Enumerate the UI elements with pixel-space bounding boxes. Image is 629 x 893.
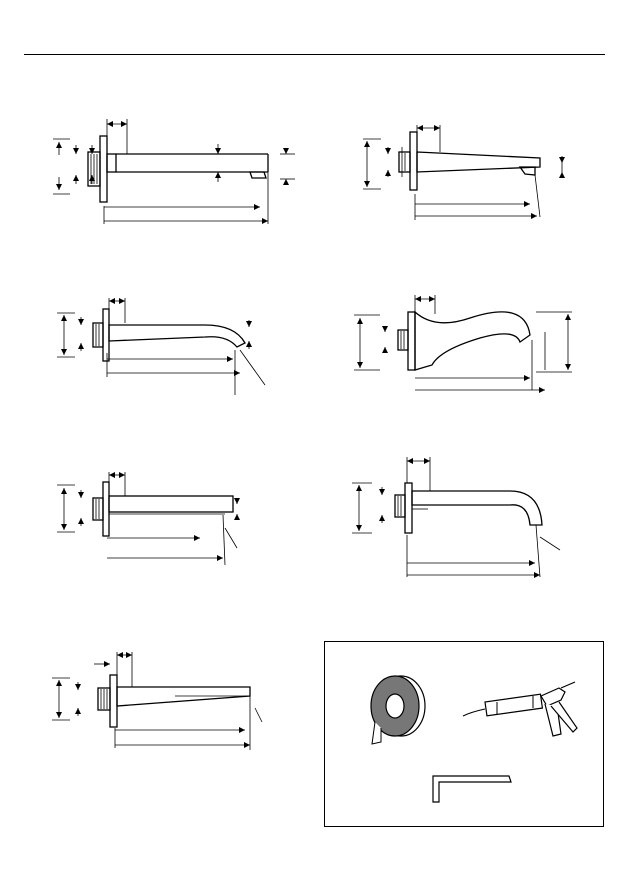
wall-plate — [410, 132, 417, 190]
figure-spout-round-bent — [350, 455, 580, 580]
required-tools-box — [324, 641, 604, 827]
spout-slim-flat-drawing — [50, 650, 270, 750]
thread-fitting — [98, 688, 110, 710]
header-rule — [24, 54, 605, 55]
dimension-arrows — [356, 458, 540, 578]
dimension-lines — [57, 298, 265, 395]
spout-body — [109, 496, 233, 514]
caulking-gun-icon — [461, 674, 581, 754]
spout-tapered-drawing — [355, 122, 585, 222]
dimension-arrows — [56, 652, 250, 748]
spout-body — [415, 312, 530, 370]
dimension-lines — [354, 295, 572, 390]
wall-plate — [103, 309, 109, 361]
thread-fitting — [93, 323, 103, 347]
dimension-arrows — [357, 296, 571, 393]
wall-plate — [408, 312, 415, 370]
hex-key — [425, 768, 517, 808]
sealant-gun — [461, 674, 581, 754]
spout-body — [412, 491, 542, 525]
allen-key-icon — [425, 768, 517, 808]
wall-plate — [110, 675, 117, 727]
spout-body — [117, 687, 250, 706]
spout-rectangular-drawing — [55, 470, 275, 570]
figure-spout-square-long — [50, 112, 310, 227]
figure-spout-slim-flat — [50, 650, 270, 750]
figure-spout-rectangular — [55, 470, 275, 570]
spout-body — [107, 154, 268, 178]
wall-plate — [405, 483, 412, 533]
thread-fitting — [93, 498, 103, 520]
dimension-lines — [57, 472, 237, 565]
thread-fitting — [399, 152, 410, 172]
dimension-lines — [52, 652, 262, 750]
wall-plate — [103, 482, 109, 536]
ptfe-tape — [359, 666, 444, 746]
figure-spout-tapered — [355, 122, 585, 222]
thread-fitting — [398, 330, 408, 350]
spout-body — [109, 325, 245, 347]
dimension-lines — [363, 125, 562, 220]
spout-round-bent-drawing — [350, 455, 580, 580]
spout-square-long-drawing — [50, 112, 310, 227]
figure-spout-classic-wave — [350, 290, 580, 395]
wall-plate — [100, 136, 107, 202]
spout-body — [417, 152, 540, 175]
thread-fitting — [395, 495, 405, 517]
spout-classic-wave-drawing — [350, 290, 580, 395]
dimension-arrows — [61, 472, 240, 561]
dimension-arrows — [61, 298, 252, 376]
tape-roll-icon — [359, 666, 444, 746]
spout-curved-drawing — [55, 295, 295, 400]
figure-spout-curved — [55, 295, 295, 400]
